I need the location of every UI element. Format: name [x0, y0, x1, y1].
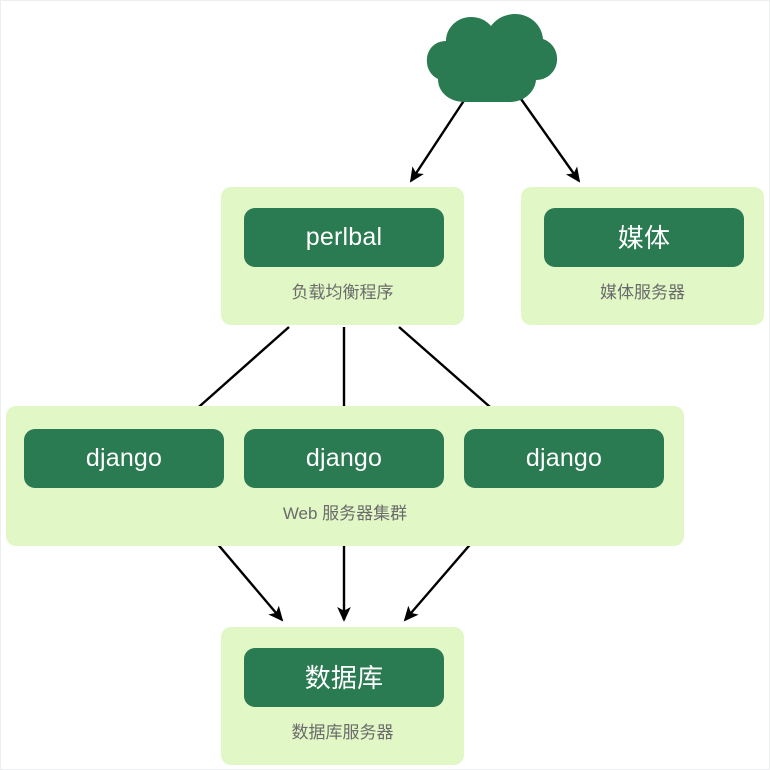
- node-label-database: 数据库: [304, 662, 384, 693]
- group-label-web-cluster-group: Web 服务器集群: [282, 504, 408, 523]
- group-load-balancer-group: perlbal 负载均衡程序: [221, 187, 464, 325]
- group-media-group: 媒体媒体服务器: [521, 187, 764, 325]
- node-perlbal[interactable]: perlbal: [244, 208, 444, 267]
- internet-cloud[interactable]: [424, 7, 560, 105]
- node-label-django-2: django: [305, 444, 383, 472]
- node-database[interactable]: 数据库: [244, 648, 444, 707]
- edge-cloud-to-perlbal: [409, 98, 467, 183]
- node-label-perlbal: perlbal: [305, 223, 383, 251]
- edge-cloud-to-media: [520, 98, 581, 183]
- node-django-1[interactable]: django: [24, 429, 224, 488]
- node-django-3[interactable]: django: [464, 429, 664, 488]
- group-label-media-group: 媒体服务器: [600, 283, 685, 302]
- node-media[interactable]: 媒体: [544, 208, 744, 267]
- group-label-database-group: 数据库服务器: [291, 723, 394, 742]
- node-label-django-3: django: [525, 444, 603, 472]
- node-django-2[interactable]: django: [244, 429, 444, 488]
- node-label-django-1: django: [85, 444, 163, 472]
- group-label-load-balancer-group: 负载均衡程序: [291, 283, 394, 302]
- node-label-media: 媒体: [617, 222, 671, 253]
- cloud-icon: [426, 14, 558, 102]
- group-database-group: 数据库数据库服务器: [221, 627, 464, 765]
